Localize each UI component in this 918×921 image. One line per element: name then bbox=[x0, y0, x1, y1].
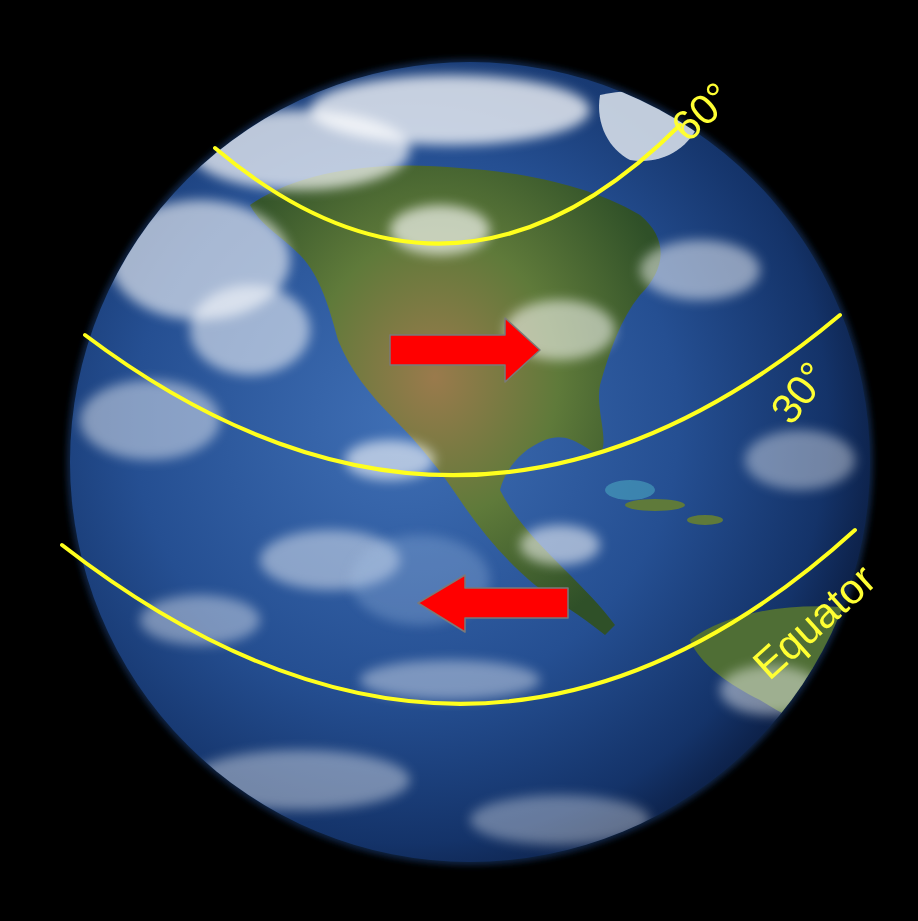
latitude-line bbox=[62, 530, 855, 704]
latitude-label: 30° bbox=[764, 355, 836, 431]
cloud-cover bbox=[80, 75, 855, 845]
caribbean-island bbox=[687, 515, 723, 525]
globe-surface bbox=[80, 75, 880, 845]
latitude-line bbox=[85, 315, 840, 475]
latitude-label: Equator bbox=[746, 557, 883, 687]
caribbean-island bbox=[625, 499, 685, 511]
shallow-sea bbox=[605, 480, 655, 500]
atmosphere-glow bbox=[67, 59, 873, 865]
north-america bbox=[250, 165, 661, 635]
latitude-line bbox=[215, 125, 680, 244]
westerlies-arrow bbox=[390, 318, 540, 382]
trade-wind-arrow bbox=[418, 575, 568, 632]
latitude-label: 60° bbox=[664, 75, 739, 149]
globe bbox=[70, 62, 870, 862]
